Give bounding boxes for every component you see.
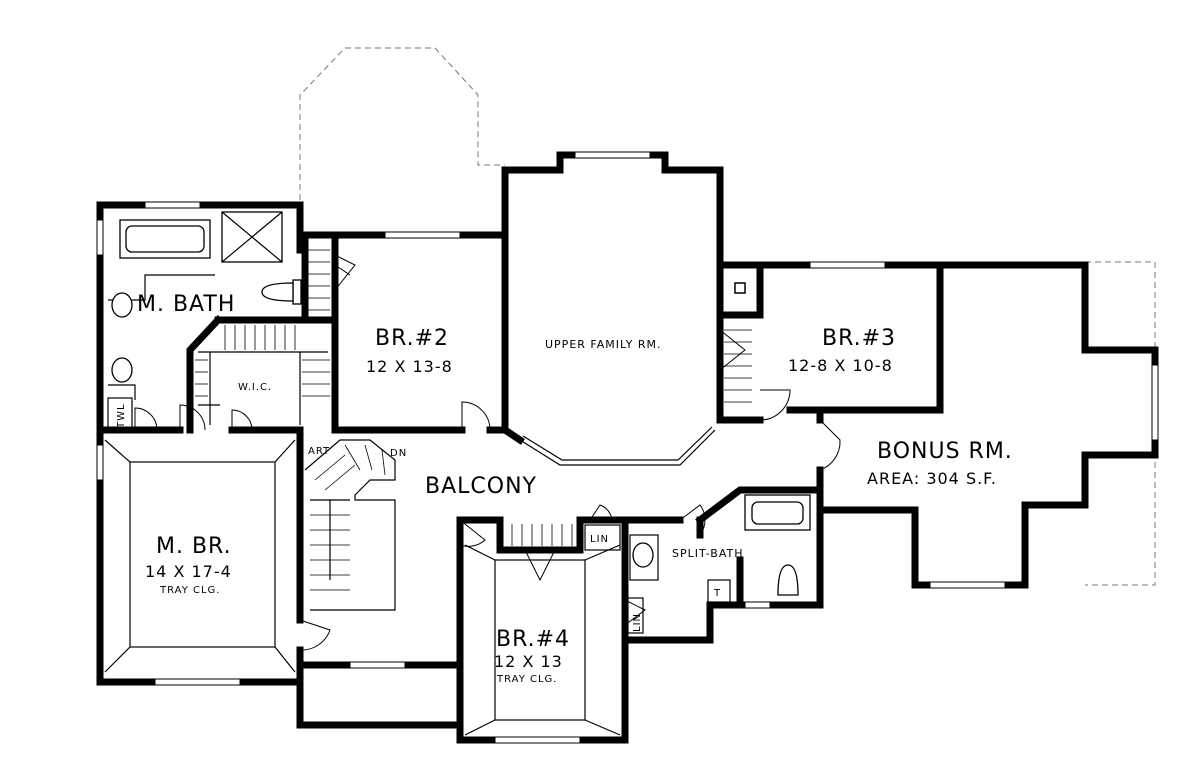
sink-icon [632, 542, 654, 568]
toilet-icon [777, 564, 799, 596]
room-label-br3: BR.#3 [822, 326, 896, 351]
room-size-br4: 12 X 13 [494, 652, 563, 671]
room-label-balcony: BALCONY [425, 474, 537, 499]
room-label-split-bath: SPLIT-BATH [672, 547, 743, 560]
room-size-br3: 12-8 X 10-8 [788, 356, 893, 375]
label-down: DN [390, 448, 407, 459]
label-linen: LIN [632, 613, 643, 632]
stairs [304, 439, 396, 611]
room-label-master-br: M. BR. [156, 534, 232, 559]
toilet-icon [261, 282, 294, 302]
sink-icon [111, 357, 133, 383]
doors [134, 254, 841, 651]
room-label-wic: W.I.C. [238, 382, 272, 393]
room-label-towel: TWL [116, 403, 127, 429]
room-labels: M. BATH W.I.C. TWL BR.#2 12 X 13-8 UPPER… [116, 292, 1013, 685]
room-area-bonus: AREA: 304 S.F. [867, 469, 997, 488]
windows [96, 151, 1159, 744]
lower-bay-outline [299, 47, 505, 200]
room-size-br2: 12 X 13-8 [366, 357, 453, 376]
room-label-br2: BR.#2 [375, 326, 449, 351]
room-label-master-bath: M. BATH [137, 292, 235, 317]
room-note-master-br: TRAY CLG. [159, 585, 220, 596]
interior-lines [104, 211, 811, 736]
room-note-br4: TRAY CLG. [496, 674, 557, 685]
sink-icon [111, 292, 133, 318]
room-label-bonus: BONUS RM. [877, 439, 1013, 464]
room-size-master-br: 14 X 17-4 [145, 562, 232, 581]
bonus-roof-outline [1085, 261, 1156, 586]
room-label-family: UPPER FAMILY RM. [545, 338, 662, 351]
label-toilet: T [713, 588, 721, 599]
label-art: ART [308, 446, 330, 457]
label-linen: LIN [590, 534, 609, 545]
room-label-br4: BR.#4 [496, 627, 570, 652]
